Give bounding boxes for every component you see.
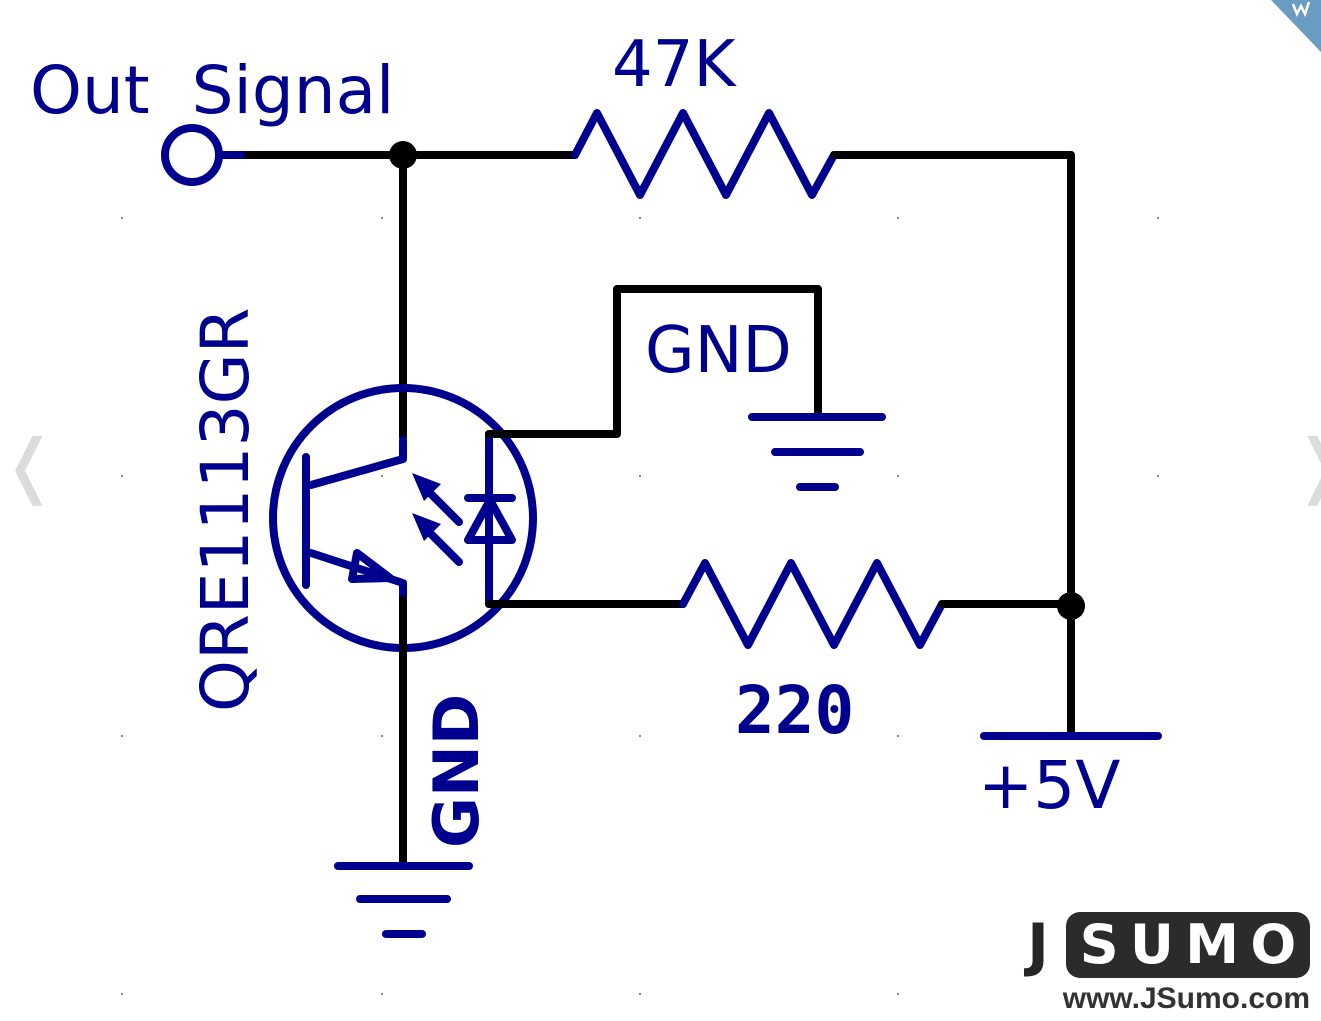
- emitter-arrow-icon: [348, 549, 394, 583]
- r1-value-label: 47K: [612, 28, 737, 102]
- next-image-button[interactable]: ❭: [1291, 420, 1321, 510]
- optosensor-qre1113gr: [269, 384, 537, 652]
- website-url: www.JSumo.com: [1062, 982, 1310, 1015]
- grid-dot: [897, 735, 899, 737]
- logo-letter: M: [1185, 913, 1239, 976]
- logo-letter: S: [1079, 913, 1119, 976]
- logo-letter: O: [1250, 913, 1297, 976]
- grid-dot: [121, 993, 123, 995]
- grid-dot: [381, 993, 383, 995]
- wire-r1-to-vcc: [830, 151, 1075, 740]
- grid-dot: [897, 217, 899, 219]
- grid-dot: [639, 993, 641, 995]
- grid-dot: [121, 735, 123, 737]
- out-signal-terminal: [161, 124, 252, 186]
- grid-dots: [121, 217, 1159, 995]
- jsumo-logo: J S U M O www.JSumo.com: [1010, 912, 1310, 1017]
- logo-letter: U: [1129, 913, 1174, 976]
- grid-dot: [639, 735, 641, 737]
- chevron-right-icon: ❭: [1291, 420, 1321, 510]
- new-badge-ribbon: [1231, 0, 1321, 55]
- r2-value-label: 220: [735, 672, 854, 749]
- part-name-label: QRE1113GR: [187, 308, 264, 712]
- gnd-top-label: GND: [645, 314, 792, 388]
- chevron-left-icon: ❬: [0, 424, 59, 506]
- out-signal-label: Out Signal: [30, 52, 394, 129]
- grid-dot: [121, 475, 123, 477]
- logo-letter-j: J: [1027, 911, 1049, 979]
- light-arrows-icon: [412, 473, 463, 566]
- gnd-bottom-label: GND: [420, 694, 493, 848]
- resistor-r2: [679, 559, 946, 649]
- grid-dot: [897, 993, 899, 995]
- grid-dot: [381, 735, 383, 737]
- grid-dot: [381, 475, 383, 477]
- wire-led-to-gnd: [485, 285, 822, 438]
- grid-dot: [381, 217, 383, 219]
- grid-dot: [121, 217, 123, 219]
- logo-box: S U M O: [1066, 912, 1310, 978]
- terminal-circle-icon: [161, 124, 223, 186]
- grid-dot: [1157, 475, 1159, 477]
- ground-symbol-top: [748, 413, 886, 491]
- prev-image-button[interactable]: ❬: [0, 420, 59, 510]
- ground-symbol-bottom: [334, 862, 473, 938]
- grid-dot: [639, 217, 641, 219]
- resistor-r1: [571, 109, 838, 199]
- grid-dot: [1157, 217, 1159, 219]
- grid-dot: [639, 475, 641, 477]
- diode-icon: [464, 430, 516, 608]
- grid-dot: [1157, 993, 1159, 995]
- grid-dot: [897, 475, 899, 477]
- vcc-label: +5V: [978, 747, 1120, 824]
